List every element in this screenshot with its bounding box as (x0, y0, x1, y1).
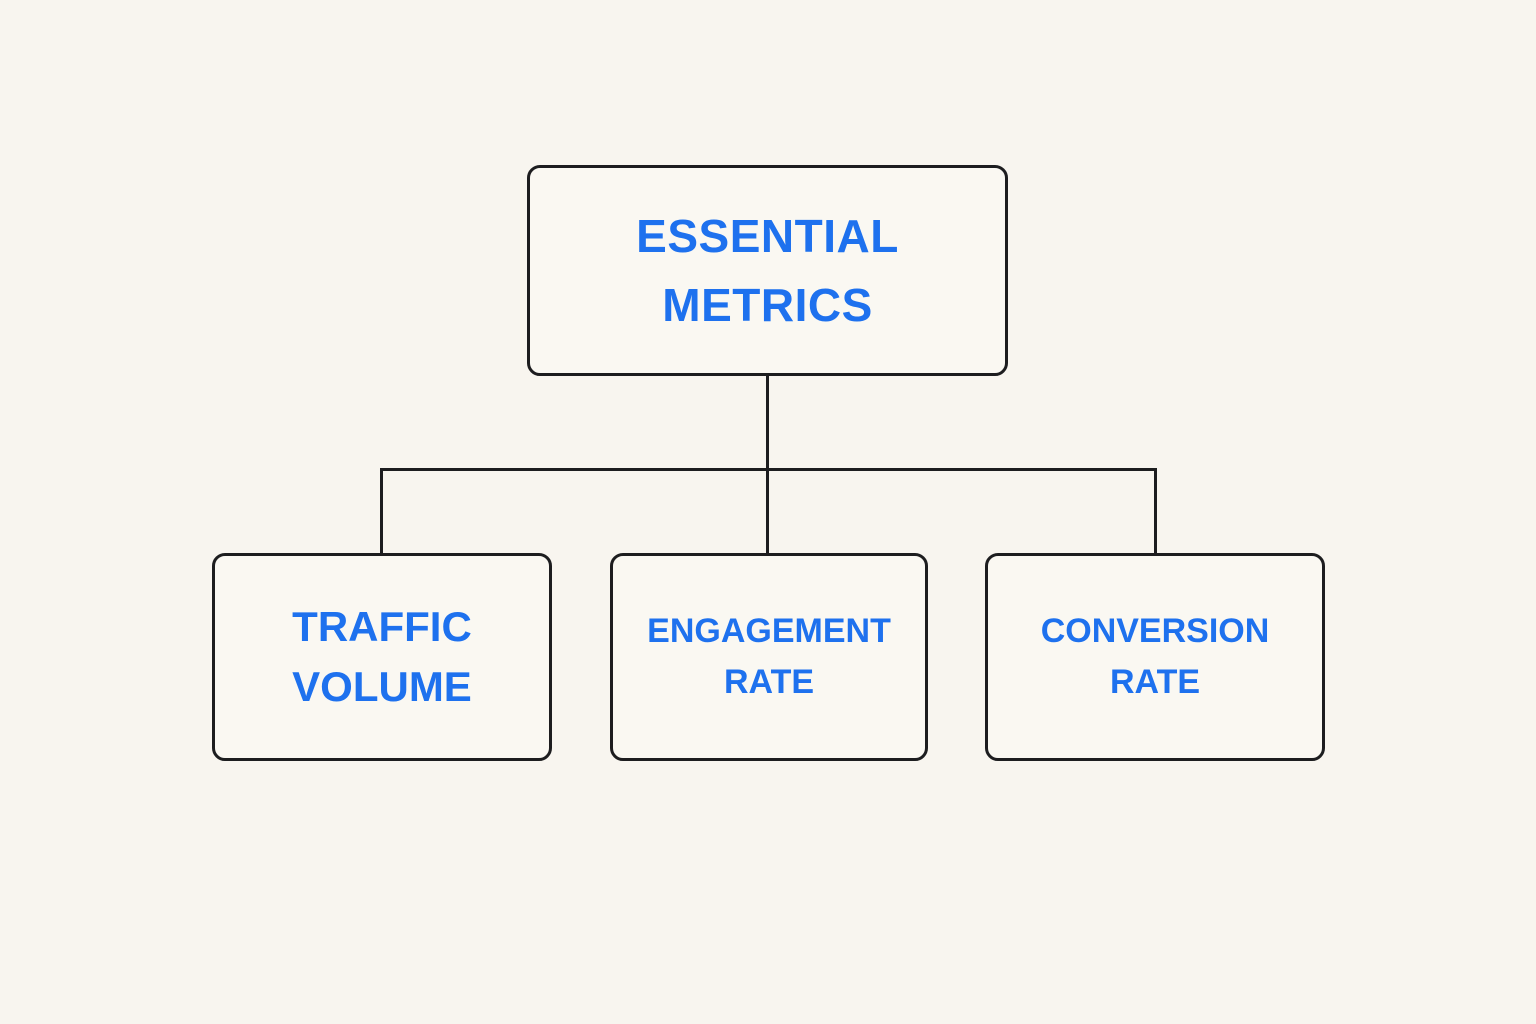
node-essential-metrics-label: ESSENTIAL METRICS (636, 209, 899, 331)
node-essential-metrics: ESSENTIAL METRICS (527, 165, 1008, 376)
node-conversion-rate-label: CONVERSION RATE (1040, 612, 1270, 701)
connector-drop-traffic-volume (380, 468, 383, 555)
node-engagement-rate: ENGAGEMENT RATE (610, 553, 928, 761)
connector-drop-conversion-rate (1154, 468, 1157, 555)
node-engagement-rate-label: ENGAGEMENT RATE (647, 612, 891, 701)
connector-drop-engagement-rate (766, 468, 769, 555)
node-traffic-volume-label: TRAFFIC VOLUME (292, 603, 472, 710)
node-conversion-rate: CONVERSION RATE (985, 553, 1325, 761)
node-traffic-volume: TRAFFIC VOLUME (212, 553, 552, 761)
connector-root-stem (766, 374, 769, 471)
